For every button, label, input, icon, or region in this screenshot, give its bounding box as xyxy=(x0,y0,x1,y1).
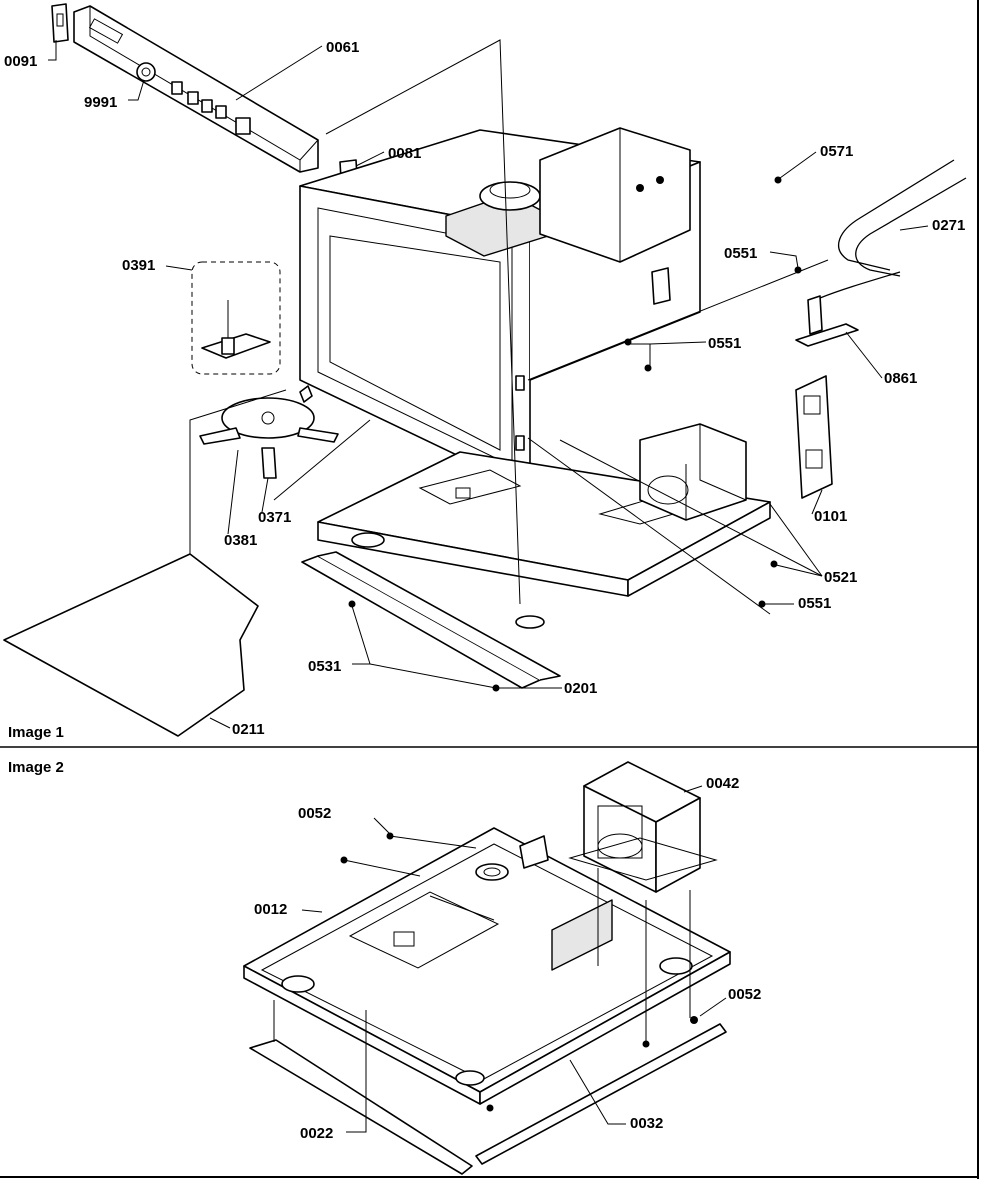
label-0271: 0271 xyxy=(932,217,965,234)
label-0531: 0531 xyxy=(308,658,341,675)
label-0052-right: 0052 xyxy=(728,986,761,1003)
part-0022-front-rail xyxy=(249,1039,473,1175)
label-0521: 0521 xyxy=(824,569,857,586)
label-0551-middle: 0551 xyxy=(708,335,741,352)
base-frame xyxy=(301,423,771,689)
part-0042-transformer xyxy=(568,761,718,893)
label-0032: 0032 xyxy=(630,1115,663,1132)
part-0032-side-rail xyxy=(475,1023,727,1165)
label-0551-bottom: 0551 xyxy=(798,595,831,612)
part-0101-control-board xyxy=(795,375,833,499)
label-0081: 0081 xyxy=(388,145,421,162)
label-0381: 0381 xyxy=(224,532,257,549)
label-0551-top: 0551 xyxy=(724,245,757,262)
part-0391-switch-assembly xyxy=(191,261,281,375)
cavity-housing xyxy=(299,127,701,491)
label-0052-top: 0052 xyxy=(298,805,331,822)
label-0391: 0391 xyxy=(122,257,155,274)
part-0211-cover-sheet xyxy=(3,553,259,737)
label-0571: 0571 xyxy=(820,143,853,160)
section-title-image-1: Image 1 xyxy=(8,724,64,741)
image-1-assembly: 0091 9991 0061 0081 0391 0571 0551 0271 … xyxy=(3,3,967,738)
part-0381-stirrer xyxy=(199,385,339,479)
leader-lines-image-2 xyxy=(273,785,727,1133)
label-0012: 0012 xyxy=(254,901,287,918)
label-0861: 0861 xyxy=(884,370,917,387)
label-0022: 0022 xyxy=(300,1125,333,1142)
part-0861-bracket xyxy=(795,295,859,347)
part-0091-bracket xyxy=(51,3,69,43)
label-0042: 0042 xyxy=(706,775,739,792)
label-0211: 0211 xyxy=(232,721,265,738)
part-0061-control-panel xyxy=(73,5,319,173)
label-0061: 0061 xyxy=(326,39,359,56)
image-2-assembly: 0042 0052 0012 0052 0022 0032 xyxy=(243,761,761,1175)
label-0201: 0201 xyxy=(564,680,597,697)
label-0371: 0371 xyxy=(258,509,291,526)
label-0101: 0101 xyxy=(814,508,847,525)
part-0271-wire-harness xyxy=(819,159,967,299)
leader-lines-image-1 xyxy=(48,39,929,729)
section-title-image-2: Image 2 xyxy=(8,759,64,776)
label-9991: 9991 xyxy=(84,94,117,111)
label-0091: 0091 xyxy=(4,53,37,70)
